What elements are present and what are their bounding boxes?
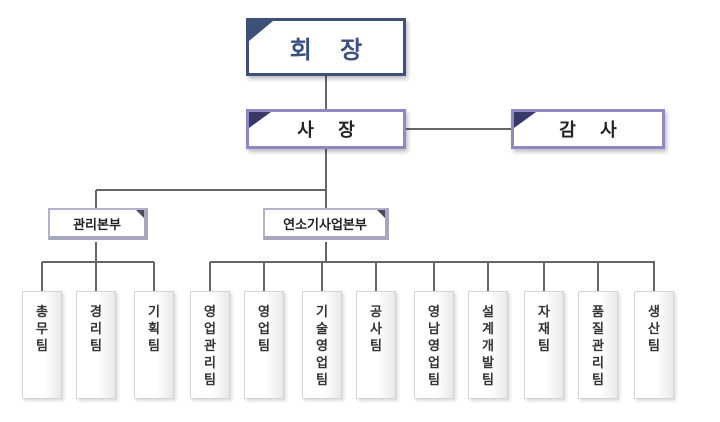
team-box: 영업팀 <box>244 291 284 399</box>
team-label: 품질관리팀 <box>592 305 604 388</box>
president-label: 사 장 <box>297 120 364 141</box>
division-admin-label: 관리본부 <box>73 217 121 233</box>
team-label: 자재팀 <box>538 305 550 354</box>
division-admin-box: 관리본부 <box>48 208 148 240</box>
corner-accent <box>514 112 536 128</box>
team-box: 기획팀 <box>134 291 174 399</box>
team-label: 설계개발팀 <box>482 305 494 388</box>
president-box: 사 장 <box>246 109 406 149</box>
team-box: 경리팀 <box>76 291 116 399</box>
team-label: 기술영업팀 <box>316 305 328 388</box>
auditor-box: 감 사 <box>511 109 665 149</box>
team-label: 영남영업팀 <box>428 305 440 388</box>
team-box: 생산팀 <box>634 291 674 399</box>
team-label: 영업팀 <box>258 305 270 354</box>
auditor-label: 감 사 <box>559 120 626 141</box>
chairman-label: 회 장 <box>289 35 373 64</box>
team-label: 기획팀 <box>148 305 160 354</box>
team-box: 품질관리팀 <box>578 291 618 399</box>
division-fuel-label: 연소기사업본부 <box>283 217 367 233</box>
team-box: 총무팀 <box>22 291 62 399</box>
team-box: 공사팀 <box>356 291 396 399</box>
team-label: 경리팀 <box>90 305 102 354</box>
chairman-box: 회 장 <box>246 18 406 76</box>
team-label: 영업관리팀 <box>204 305 216 388</box>
team-box: 자재팀 <box>524 291 564 399</box>
team-box: 영업관리팀 <box>190 291 230 399</box>
team-label: 생산팀 <box>648 305 660 354</box>
division-fuel-box: 연소기사업본부 <box>263 208 389 240</box>
team-label: 총무팀 <box>36 305 48 354</box>
corner-accent <box>249 21 273 41</box>
team-label: 공사팀 <box>370 305 382 354</box>
corner-accent <box>249 112 271 128</box>
team-box: 영남영업팀 <box>414 291 454 399</box>
corner-accent <box>375 210 385 220</box>
corner-accent <box>134 210 144 220</box>
team-box: 설계개발팀 <box>468 291 508 399</box>
team-box: 기술영업팀 <box>302 291 342 399</box>
